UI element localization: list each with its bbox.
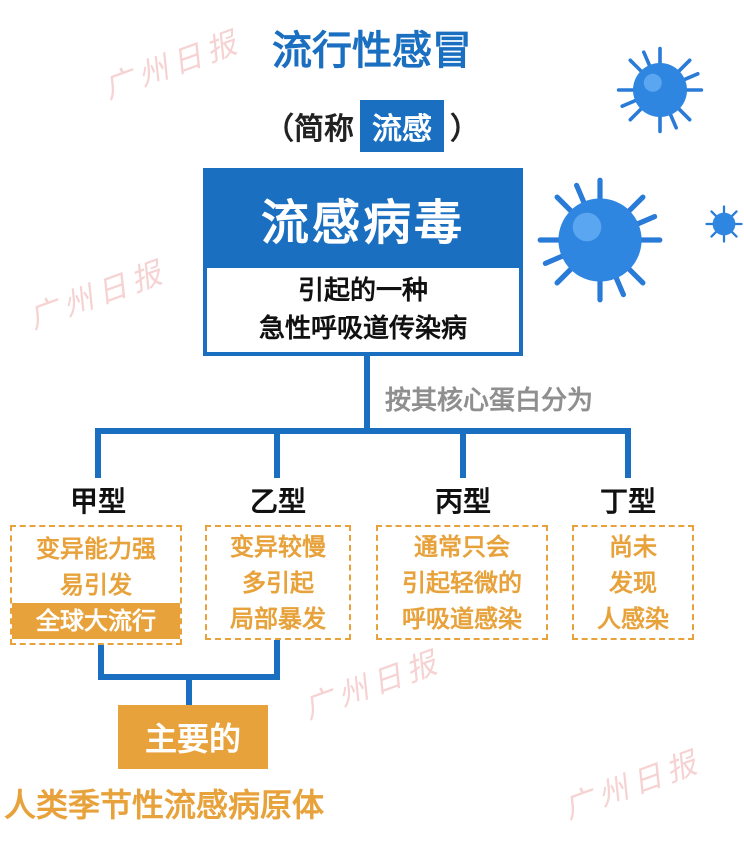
virus-title-box: 流感病毒: [203, 168, 523, 268]
type-box-ding: 尚未 发现 人感染: [572, 525, 694, 640]
type-desc-line: 通常只会: [414, 532, 510, 561]
abbreviation-highlight: 流感: [360, 100, 444, 152]
type-desc-line: 引起轻微的: [402, 568, 522, 597]
description-line: 急性呼吸道传染病: [258, 314, 467, 344]
page-title: 流行性感冒: [272, 28, 472, 74]
description-box: 引起的一种 急性呼吸道传染病: [203, 268, 523, 356]
type-desc-line: 呼吸道感染: [402, 604, 522, 633]
type-desc-line: 发现: [609, 568, 657, 597]
type-desc-line: 变异较慢: [230, 532, 326, 561]
type-desc-line: 尚未: [609, 532, 657, 561]
type-box-jia: 变异能力强 易引发 全球大流行: [10, 525, 182, 645]
type-label-ding: 丁型: [599, 485, 656, 518]
main-label-box: 主要的: [118, 705, 268, 769]
abbreviation-open: （简称: [264, 112, 354, 147]
main-pathogen-text: 人类季节性流感病原体: [4, 786, 325, 824]
type-desc-line: 多引起: [242, 568, 314, 597]
type-desc-highlight: 全球大流行: [12, 603, 180, 639]
type-label-bing: 丙型: [434, 485, 491, 518]
type-desc-line: 人感染: [597, 604, 669, 633]
type-label-yi: 乙型: [249, 485, 306, 518]
virus-icon: [705, 205, 743, 243]
type-label-jia: 甲型: [69, 485, 126, 518]
abbreviation-line: （简称 流感 ）: [0, 100, 744, 152]
abbreviation-close: ）: [450, 112, 480, 147]
virus-icon: [616, 46, 704, 134]
classify-label: 按其核心蛋白分为: [385, 386, 594, 416]
type-desc-line: 易引发: [60, 571, 132, 599]
type-box-bing: 通常只会 引起轻微的 呼吸道感染: [376, 525, 548, 640]
description-line: 引起的一种: [297, 276, 428, 306]
type-box-yi: 变异较慢 多引起 局部暴发: [205, 525, 351, 640]
type-desc-line: 局部暴发: [230, 604, 326, 633]
type-desc-line: 变异能力强: [36, 535, 156, 563]
virus-icon: [537, 177, 663, 303]
